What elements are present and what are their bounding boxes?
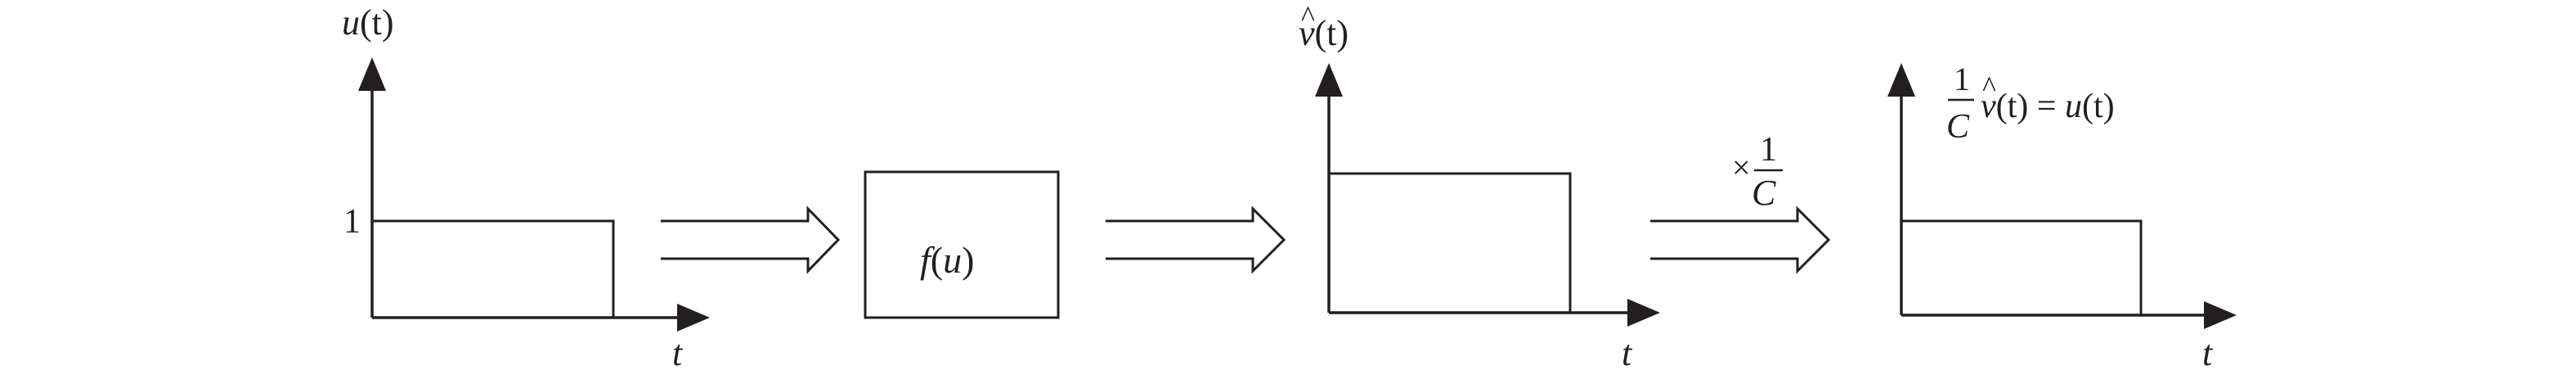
scale-double-arrow [1650, 205, 1831, 274]
function-block-label: f(u) [920, 239, 974, 281]
scaled-pulse-plot: 1 C ^ v(t) = u(t) t [1887, 61, 2237, 373]
scale-denominator: C [1752, 173, 1776, 213]
x-axis-arrowhead-2 [1627, 299, 1660, 327]
pulse-waveform-1 [372, 219, 615, 318]
y-axis-arrowhead-2 [1315, 63, 1343, 97]
function-block: f(u) [864, 170, 1060, 319]
label-3-hat: ^ [1982, 70, 1996, 103]
x-axis-arrowhead-1 [677, 304, 710, 332]
y-axis-arrowhead-3 [1887, 63, 1915, 97]
y-axis-label-2-hat: ^ [1301, 0, 1315, 33]
x-axis-label-2: t [1622, 333, 1633, 373]
x-axis-arrowhead-3 [2204, 301, 2237, 329]
y-axis-arrowhead-1 [358, 57, 386, 91]
input-pulse-plot: u(t) 1 t [342, 2, 710, 373]
output-pulse-plot: v(t) ^ t [1299, 0, 1660, 373]
scale-times-sign: × [1732, 149, 1751, 186]
scale-arrow: × 1 C [1650, 131, 1831, 274]
pulse-waveform-2 [1329, 172, 1572, 313]
x-axis-label-3: t [2202, 333, 2214, 373]
label-3-numerator: 1 [1954, 61, 1970, 97]
x-axis-label-1: t [672, 333, 684, 373]
y-tick-label-1: 1 [343, 203, 361, 241]
label-3-denominator: C [1946, 108, 1970, 146]
double-arrow-2 [1106, 205, 1286, 274]
y-axis-label-1: u(t) [342, 2, 394, 43]
pulse-waveform-3 [1901, 219, 2143, 315]
double-arrow-1 [661, 205, 841, 274]
scale-numerator: 1 [1760, 131, 1777, 169]
y-axis-label-2: v(t) [1299, 13, 1349, 53]
function-block-box [864, 170, 1060, 319]
label-3-equation: v(t) = u(t) [1981, 88, 2115, 125]
